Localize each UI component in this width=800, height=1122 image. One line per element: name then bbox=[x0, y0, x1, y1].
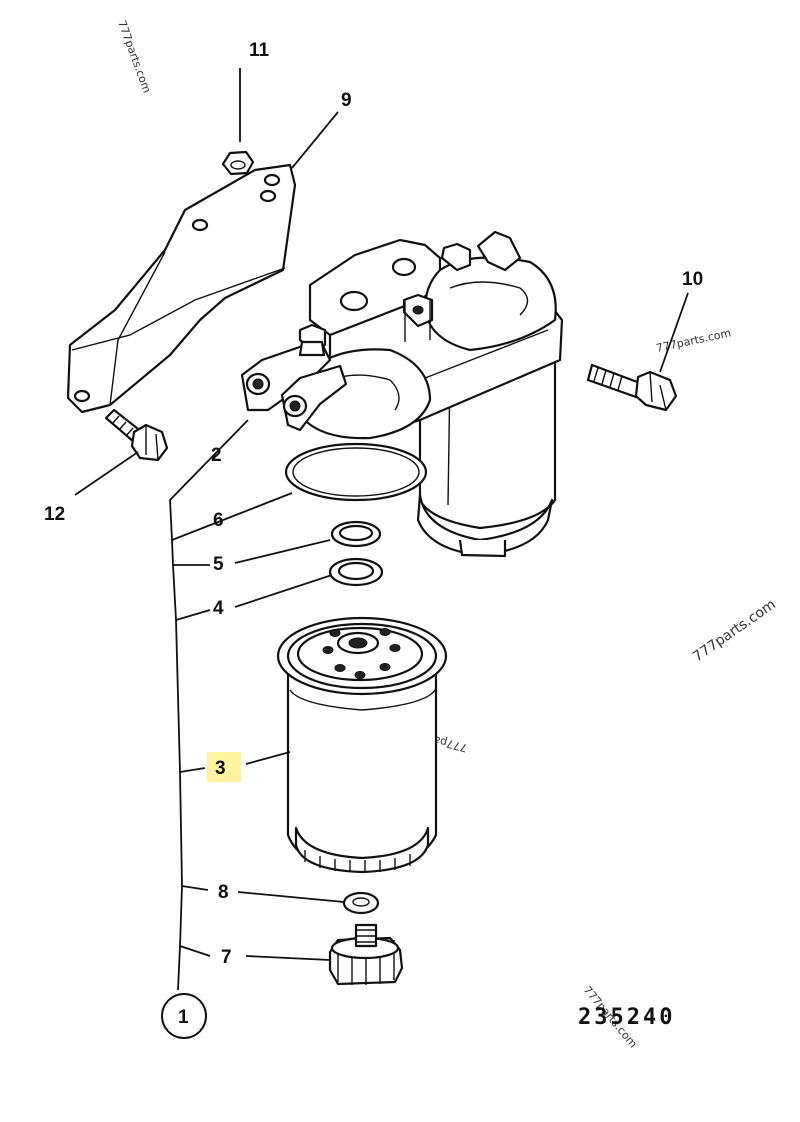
seal-ring-part-5 bbox=[330, 520, 382, 548]
callout-8[interactable]: 8 bbox=[218, 882, 229, 903]
callout-7[interactable]: 7 bbox=[221, 947, 232, 968]
callout-6[interactable]: 6 bbox=[213, 510, 224, 531]
watermark-head: 777parts.com bbox=[655, 326, 732, 355]
watermark-top-left: 777parts.com bbox=[115, 19, 153, 95]
filter-cartridge-part-3 bbox=[276, 616, 448, 874]
washer-part-8 bbox=[342, 891, 380, 915]
leader-lines bbox=[74, 68, 689, 991]
callout-10[interactable]: 10 bbox=[682, 269, 703, 290]
bracket-part-9 bbox=[66, 163, 297, 414]
nut-part-11 bbox=[221, 150, 255, 176]
callout-2[interactable]: 2 bbox=[211, 445, 222, 466]
callout-5[interactable]: 5 bbox=[213, 554, 224, 575]
drain-plug-part-7 bbox=[328, 923, 404, 986]
bolt-part-10 bbox=[586, 363, 678, 412]
o-ring-part-6 bbox=[284, 442, 428, 502]
watermark-right: 777parts.com bbox=[690, 596, 779, 665]
seal-ring-part-4 bbox=[328, 557, 384, 587]
callout-3-highlight bbox=[207, 752, 241, 782]
callout-1-assembly[interactable]: 1 bbox=[161, 993, 207, 1039]
callout-3[interactable]: 3 bbox=[215, 758, 226, 779]
callout-1[interactable]: 1 bbox=[178, 1007, 189, 1028]
callout-4[interactable]: 4 bbox=[213, 598, 224, 619]
filter-head-part-2 bbox=[240, 230, 564, 558]
bolt-part-12 bbox=[104, 408, 169, 462]
drawing-number: 235240 bbox=[578, 1005, 675, 1030]
callout-11[interactable]: 11 bbox=[249, 40, 270, 61]
callout-12[interactable]: 12 bbox=[44, 504, 65, 525]
callout-9[interactable]: 9 bbox=[341, 90, 352, 111]
